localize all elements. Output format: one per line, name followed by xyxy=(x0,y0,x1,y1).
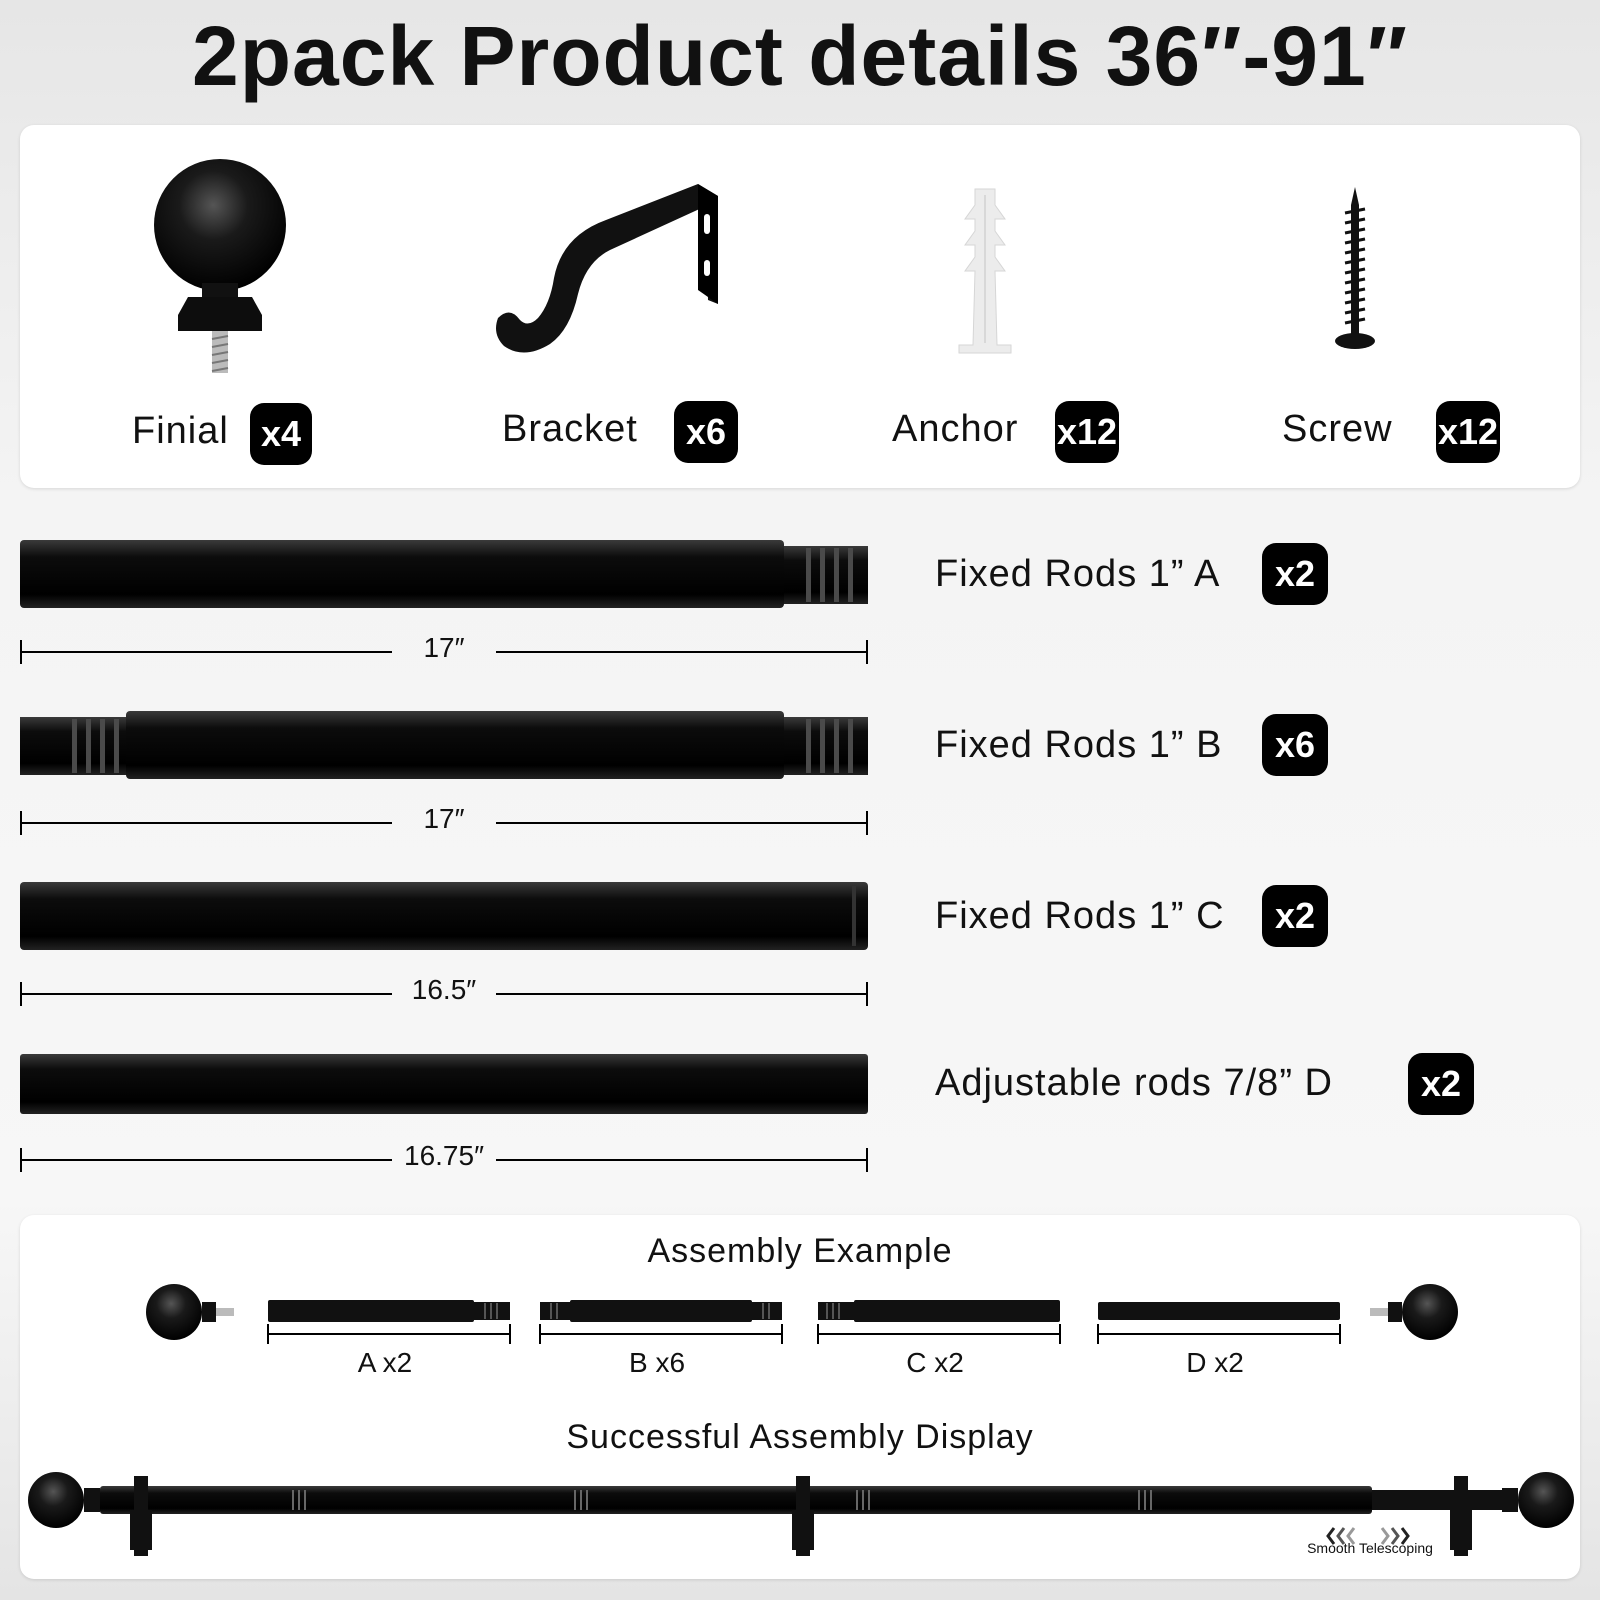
telescoping-label: Smooth Telescoping xyxy=(1307,1540,1433,1556)
telescoping-arrows-icon xyxy=(1326,1527,1410,1545)
piece-label: C x2 xyxy=(906,1347,964,1378)
screw-icon xyxy=(1335,187,1375,349)
qty-badge: x2 xyxy=(1262,885,1328,947)
qty-badge: x6 xyxy=(1262,714,1328,776)
part-label: Anchor xyxy=(892,408,1019,450)
piece-label: B x6 xyxy=(628,1347,686,1378)
part-finial: Finial x4 xyxy=(20,125,410,488)
qty-badge: x6 xyxy=(674,401,738,463)
length-label: 17″ xyxy=(423,632,465,663)
dimension-c: 16.5″ xyxy=(20,974,868,1006)
qty-badge: x2 xyxy=(1262,543,1328,605)
dimension-a: 17″ xyxy=(20,632,868,664)
piece-label: A x2 xyxy=(357,1347,413,1378)
part-bracket: Bracket x6 xyxy=(410,125,800,488)
piece-c xyxy=(817,1300,1061,1344)
hardware-card: Finial x4 Bracket x6 Anchor x12 xyxy=(20,125,1580,488)
rod-c xyxy=(20,882,868,950)
qty-badge: x12 xyxy=(1436,401,1500,463)
qty-badge: x2 xyxy=(1408,1053,1474,1115)
finial-icon xyxy=(154,159,286,373)
assembly-title: Assembly Example xyxy=(647,1232,953,1270)
part-label: Screw xyxy=(1282,408,1393,450)
bracket-icon xyxy=(496,184,718,353)
part-anchor: Anchor x12 xyxy=(800,125,1190,488)
rod-label: Fixed Rods 1” C xyxy=(935,895,1225,937)
rod-d xyxy=(20,1054,868,1114)
finial-right-icon xyxy=(1370,1284,1458,1340)
rod-b xyxy=(20,711,868,779)
page-title: 2pack Product details 36″-91″ xyxy=(192,9,1408,103)
dimension-d: 16.75″ xyxy=(20,1140,868,1172)
piece-b xyxy=(539,1300,783,1344)
qty-badge: x12 xyxy=(1055,401,1119,463)
assembly-example-diagram xyxy=(146,1284,1458,1344)
dimension-b: 17″ xyxy=(20,803,868,835)
assembled-rod-diagram xyxy=(28,1472,1574,1556)
bracket-mount-icon xyxy=(130,1476,1472,1556)
piece-label: D x2 xyxy=(1186,1347,1244,1378)
length-label: 16.5″ xyxy=(411,974,477,1005)
qty-badge: x4 xyxy=(250,403,312,465)
part-label: Finial xyxy=(132,410,229,452)
rod-label: Adjustable rods 7/8” D xyxy=(935,1062,1333,1104)
assembly-display-title: Successful Assembly Display xyxy=(566,1418,1034,1456)
rod-a xyxy=(20,540,868,608)
piece-a xyxy=(267,1300,511,1344)
anchor-icon xyxy=(958,188,1012,354)
length-label: 16.75″ xyxy=(404,1140,484,1171)
piece-d xyxy=(1097,1302,1341,1344)
finial-left-icon xyxy=(146,1284,234,1340)
rod-label: Fixed Rods 1” B xyxy=(935,724,1223,766)
rod-label: Fixed Rods 1” A xyxy=(935,553,1221,595)
part-label: Bracket xyxy=(502,408,638,450)
part-screw: Screw x12 xyxy=(1190,125,1580,488)
length-label: 17″ xyxy=(423,803,465,834)
